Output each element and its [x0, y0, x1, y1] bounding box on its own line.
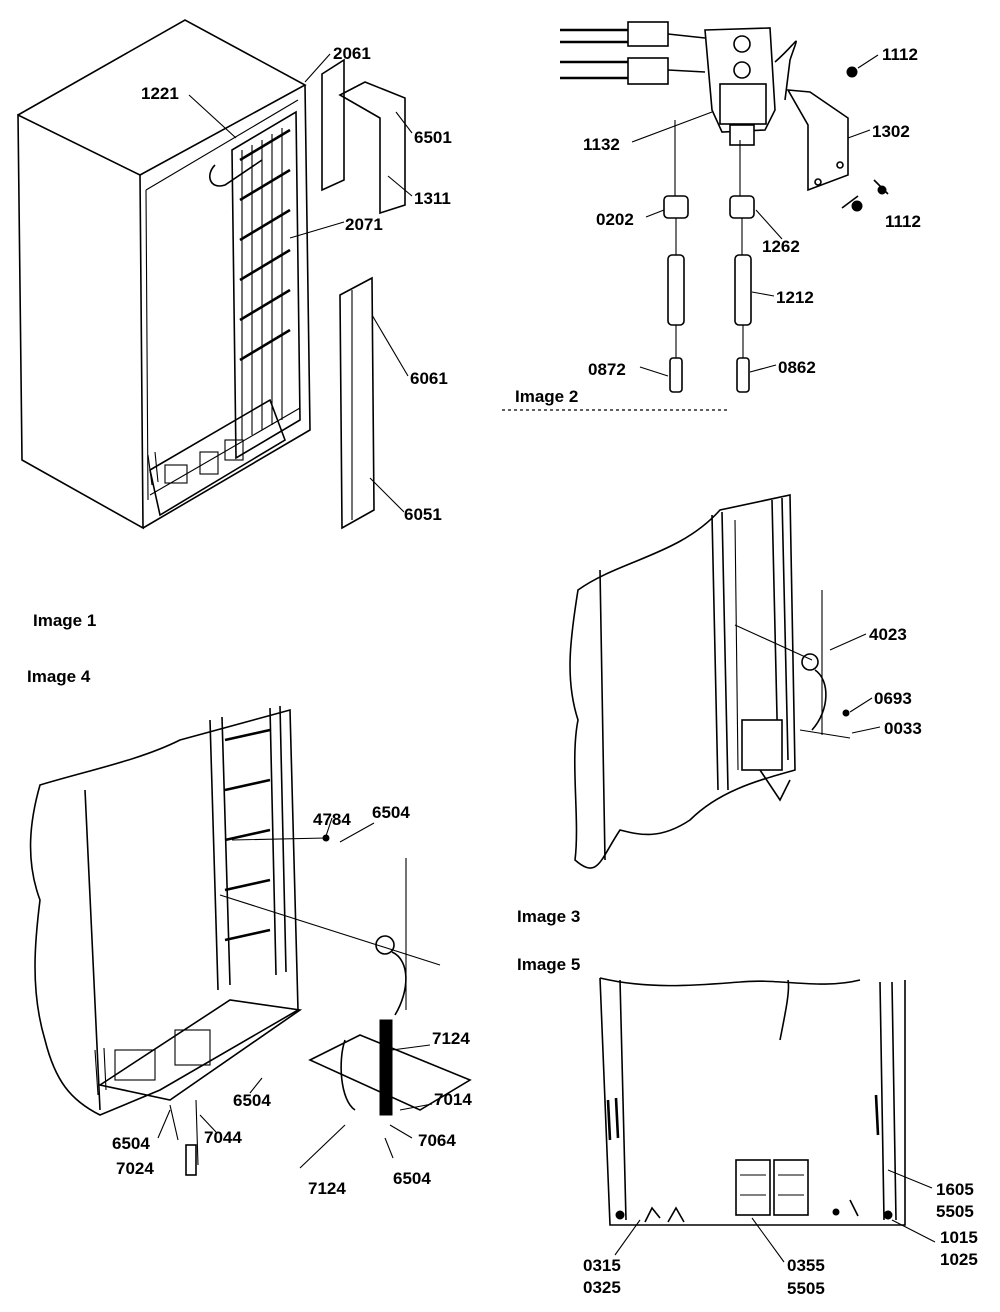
image-2-callout-2: 1302: [872, 122, 910, 141]
image-5-callout-6: 0355: [787, 1256, 825, 1275]
image-2-callout-1: 1132: [583, 135, 620, 154]
image-5-caption: Image 5: [517, 955, 580, 974]
image-3-callout-0: 4023: [869, 625, 907, 644]
image-5-callout-0: 1605: [936, 1180, 974, 1199]
image-4-callout-2: 7124: [432, 1029, 470, 1048]
image-4-callout-4: 6504: [233, 1091, 271, 1110]
image-2-callout-8: 0862: [778, 358, 816, 377]
image-1-callout-6: 6051: [404, 505, 442, 524]
image-3-callout-2: 0033: [884, 719, 922, 738]
image-1-callout-1: 2061: [333, 44, 371, 63]
image-5-callout-2: 1015: [940, 1228, 978, 1247]
image-2-callout-4: 0202: [596, 210, 634, 229]
image-1-callout-0: 1221: [141, 84, 179, 103]
image-5-base-drawing: 1605 5505 1015 1025 0315 0325 0355 5505 …: [517, 955, 978, 1298]
image-4-rear-drawing: 4784 6504 7124 7014 6504 6504 7044 7024 …: [27, 667, 472, 1198]
image-4-callout-5: 6504: [112, 1134, 150, 1153]
image-1-callout-4: 2071: [345, 215, 383, 234]
image-1-caption: Image 1: [33, 611, 96, 630]
image-1-callout-5: 6061: [410, 369, 448, 388]
image-2-callout-5: 1262: [762, 237, 800, 256]
image-4-caption: Image 4: [27, 667, 91, 686]
image-5-callout-5: 0325: [583, 1278, 621, 1297]
image-2-callout-7: 0872: [588, 360, 626, 379]
image-4-callout-1: 6504: [372, 803, 410, 822]
image-4-callout-9: 6504: [393, 1169, 431, 1188]
image-1-callout-2: 6501: [414, 128, 452, 147]
image-5-callout-4: 0315: [583, 1256, 621, 1275]
image-4-callout-0: 4784: [313, 810, 351, 829]
image-2-callout-6: 1212: [776, 288, 814, 307]
image-3-caption: Image 3: [517, 907, 580, 926]
image-3-callout-1: 0693: [874, 689, 912, 708]
image-4-callout-6: 7044: [204, 1128, 242, 1147]
image-4-callout-10: 7064: [418, 1131, 456, 1150]
image-2-caption: Image 2: [515, 387, 578, 406]
image-4-callout-7: 7024: [116, 1159, 154, 1178]
image-5-callout-1: 5505: [936, 1202, 974, 1221]
image-4-callout-3: 7014: [434, 1090, 472, 1109]
image-3-panel-drawing: 4023 0693 0033 Image 3: [517, 494, 922, 926]
image-2-valve-drawing: 1112 1132 1302 1112 0202 1262 1212 0872 …: [502, 21, 921, 411]
image-1-callout-3: 1311: [414, 189, 451, 208]
image-5-callout-7: 5505: [787, 1279, 825, 1298]
image-2-callout-0: 1112: [882, 45, 918, 64]
image-1-cabinet-drawing: 1221 2061 6501 1311 2071 6061 6051 Image…: [17, 19, 452, 630]
image-2-callout-3: 1112: [885, 212, 921, 231]
image-4-callout-8: 7124: [308, 1179, 346, 1198]
image-5-callout-3: 1025: [940, 1250, 978, 1269]
